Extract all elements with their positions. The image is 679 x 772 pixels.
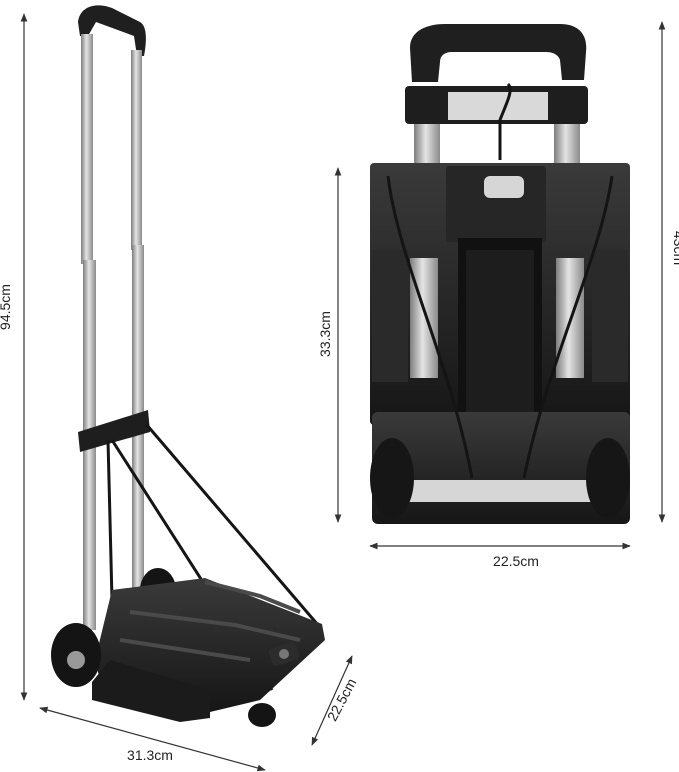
cross-brace — [78, 410, 150, 452]
folded-center-inset — [466, 250, 534, 426]
folded-collar-gap — [448, 92, 548, 120]
folded-right-wheel — [586, 438, 630, 518]
small-wheel — [248, 703, 276, 727]
right-pole-upper — [131, 50, 142, 250]
base-clip-hole — [279, 649, 289, 659]
folded-width-label: 22.5cm — [493, 553, 539, 569]
folded-bungee-left — [386, 175, 474, 479]
base-slots — [119, 580, 301, 662]
folded-left-wheel — [370, 438, 414, 518]
folded-height-label: 43cm — [671, 231, 679, 265]
folded-bungee-hook — [498, 82, 512, 160]
base-width-side-label: 22.5cm — [324, 676, 360, 724]
trolley-handle — [78, 5, 146, 56]
bungee-cord-back — [144, 423, 320, 626]
bungee-cord-left — [106, 439, 114, 601]
front-wheel-hub — [67, 651, 85, 669]
right-dimension-lines — [334, 21, 666, 550]
height-extended-label: 94.5cm — [0, 284, 13, 330]
folded-frame-right-block — [592, 250, 628, 382]
left-pole-upper — [81, 34, 93, 264]
base-front-lip — [92, 660, 210, 722]
frame-height-label: 33.3cm — [317, 311, 333, 357]
folded-frame-left-block — [372, 250, 408, 382]
folded-bungee-right — [522, 175, 614, 479]
extended-trolley — [51, 5, 325, 727]
left-dimension-lines — [20, 13, 353, 772]
folded-trolley — [370, 24, 630, 524]
folded-base-gap — [406, 480, 592, 502]
folded-handle — [410, 24, 587, 82]
folded-clip-hole — [484, 176, 524, 198]
base-length-label: 31.3cm — [127, 747, 173, 763]
